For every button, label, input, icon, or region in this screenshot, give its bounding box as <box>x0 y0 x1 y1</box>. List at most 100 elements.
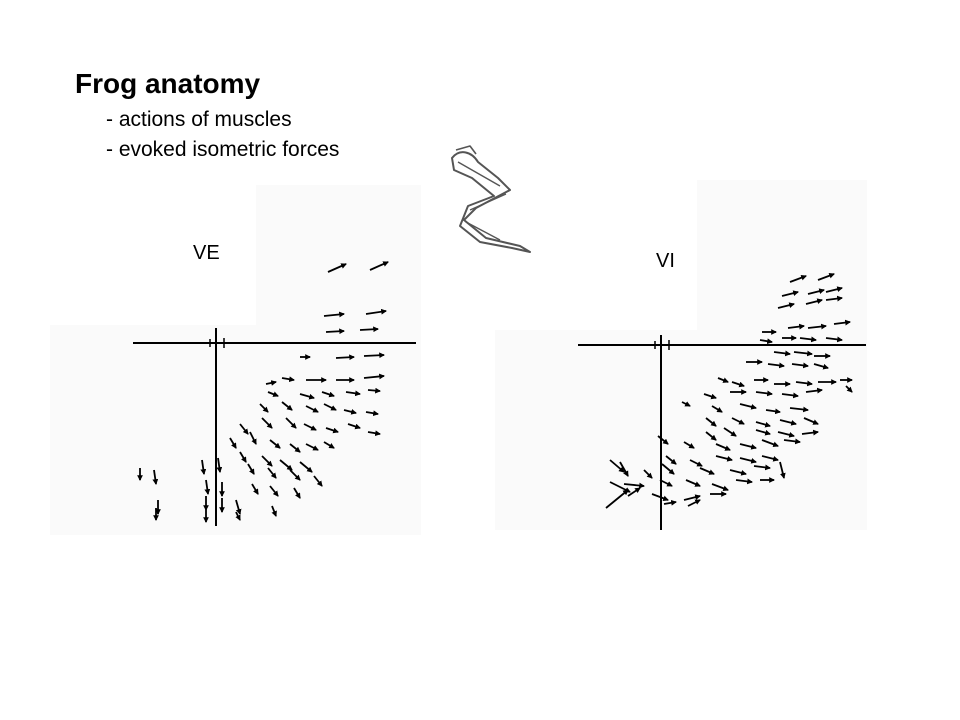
vi-arrow-16 <box>773 350 791 357</box>
vi-arrow-9 <box>787 323 805 330</box>
vi-arrow-24 <box>731 381 745 388</box>
vi-arrow-30 <box>703 393 717 400</box>
ve-arrow-17 <box>345 390 361 397</box>
ve-arrow-37 <box>323 441 335 449</box>
slide-title: Frog anatomy <box>75 68 261 99</box>
panel-ve-backdrop-top <box>256 185 421 325</box>
ve-arrow-10 <box>281 376 295 383</box>
ve-arrow-1 <box>369 261 389 271</box>
vi-arrow-0 <box>789 274 807 283</box>
vi-arrow-71 <box>623 482 645 489</box>
vi-arrow-78 <box>627 487 641 497</box>
vi-arrow-80 <box>683 494 701 501</box>
vi-arrow-43 <box>755 421 771 428</box>
vi-arrow-55 <box>761 439 779 448</box>
vi-arrow-65 <box>661 463 675 475</box>
ve-arrow-47 <box>313 475 323 487</box>
vi-arrow-33 <box>781 392 799 399</box>
ve-arrow-7 <box>335 354 355 361</box>
vi-arrow-37 <box>711 405 723 413</box>
ve-arrow-5 <box>359 326 379 333</box>
vi-arrow-35 <box>845 385 853 393</box>
ve-arrow-19 <box>259 403 269 413</box>
ve-arrow-29 <box>325 427 339 434</box>
ve-arrow-49 <box>152 469 159 485</box>
vi-arrow-69 <box>779 461 786 479</box>
vi-arrow-77 <box>605 489 629 509</box>
vi-arrow-51 <box>657 435 669 445</box>
vi-arrow-4 <box>825 286 843 293</box>
ve-arrow-26 <box>261 417 273 429</box>
vi-arrow-38 <box>739 403 757 410</box>
vi-arrow-53 <box>715 443 731 451</box>
vi-arrow-74 <box>711 483 729 492</box>
vi-arrow-7 <box>825 295 843 302</box>
vi-arrow-54 <box>739 443 757 450</box>
panel-ve-backdrop <box>50 325 421 535</box>
ve-arrow-45 <box>267 467 277 479</box>
ve-arrow-42 <box>200 459 207 475</box>
ve-arrow-27 <box>285 417 297 429</box>
vi-arrow-field <box>605 272 853 509</box>
vi-arrow-21 <box>791 362 809 369</box>
vi-arrow-11 <box>833 319 851 326</box>
ve-arrow-35 <box>289 443 301 453</box>
vi-arrow-60 <box>739 457 757 464</box>
vi-arrow-39 <box>765 408 781 415</box>
ve-arrow-44 <box>247 463 255 475</box>
panel-label-vi: VI <box>656 250 675 272</box>
vi-arrow-49 <box>777 431 795 438</box>
vi-arrow-75 <box>735 478 753 485</box>
ve-arrow-52 <box>251 483 259 495</box>
vi-arrow-59 <box>715 455 733 462</box>
ve-arrow-62 <box>235 511 241 521</box>
ve-arrow-59 <box>271 505 277 517</box>
ve-arrow-28 <box>303 423 317 431</box>
vi-arrow-66 <box>699 467 715 475</box>
vi-arrow-3 <box>807 288 825 295</box>
vi-arrow-52 <box>683 441 695 449</box>
bullet-evoked-isometric-forces: - evoked isometric forces <box>106 138 340 161</box>
panel-vi-backdrop <box>495 330 867 530</box>
ve-arrow-34 <box>269 439 281 449</box>
vi-arrow-5 <box>777 302 795 309</box>
vi-arrow-72 <box>659 479 673 487</box>
vi-arrow-48 <box>755 429 771 436</box>
ve-arrow-25 <box>239 423 249 435</box>
ve-arrow-field <box>137 261 389 523</box>
ve-arrow-18 <box>367 387 381 394</box>
ve-arrow-31 <box>367 430 381 437</box>
ve-arrow-41 <box>299 461 313 473</box>
ve-arrow-22 <box>323 403 337 411</box>
vi-arrow-50 <box>801 429 819 436</box>
vi-arrow-42 <box>731 417 745 425</box>
ve-arrow-20 <box>281 401 293 411</box>
vi-arrow-41 <box>705 417 717 427</box>
ve-arrow-46 <box>289 469 301 481</box>
vi-arrow-82 <box>663 499 677 506</box>
ve-arrow-15 <box>299 393 315 400</box>
vi-arrow-34 <box>805 387 823 394</box>
ve-arrow-40 <box>279 459 293 471</box>
ve-arrow-21 <box>305 405 319 413</box>
ve-arrow-38 <box>239 451 247 463</box>
vi-arrow-47 <box>723 427 737 437</box>
vi-arrow-36 <box>681 401 691 407</box>
ve-arrow-39 <box>261 455 273 467</box>
vi-arrow-23 <box>717 377 729 383</box>
ve-arrow-36 <box>305 443 319 451</box>
vi-arrow-68 <box>753 464 771 471</box>
bullet-actions-of-muscles: - actions of muscles <box>106 108 292 131</box>
ve-arrow-30 <box>347 423 361 430</box>
vi-arrow-61 <box>761 455 779 462</box>
vi-arrow-44 <box>779 419 797 426</box>
vi-arrow-10 <box>807 323 827 330</box>
ve-arrow-3 <box>365 308 387 315</box>
ve-arrow-32 <box>229 437 237 449</box>
vi-arrow-17 <box>793 350 813 357</box>
vi-arrow-2 <box>781 290 799 297</box>
ve-arrow-13 <box>363 373 385 380</box>
ve-arrow-23 <box>343 409 357 415</box>
ve-arrow-24 <box>365 410 379 417</box>
